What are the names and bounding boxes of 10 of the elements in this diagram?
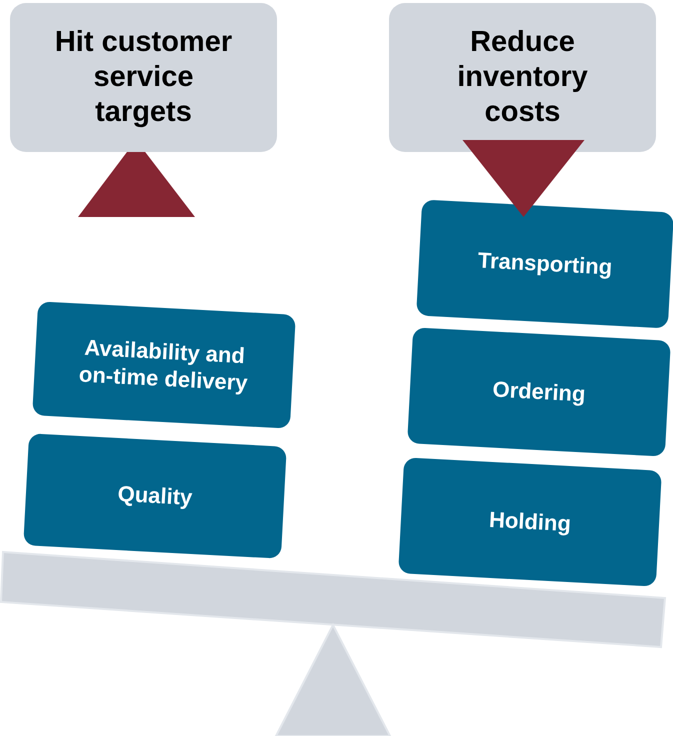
node-label: Quality [117, 480, 193, 512]
goal-box [10, 3, 277, 152]
goal-box [389, 3, 656, 152]
arrow [462, 140, 584, 217]
node-label: Holding [488, 506, 572, 538]
node-label: Ordering [492, 376, 586, 408]
node-label: Hit customer service targets [54, 25, 234, 130]
node-label: Availability and on-time delivery [77, 333, 250, 398]
node-label: Transporting [477, 246, 613, 282]
node-label: Reduce inventory costs [456, 25, 589, 130]
